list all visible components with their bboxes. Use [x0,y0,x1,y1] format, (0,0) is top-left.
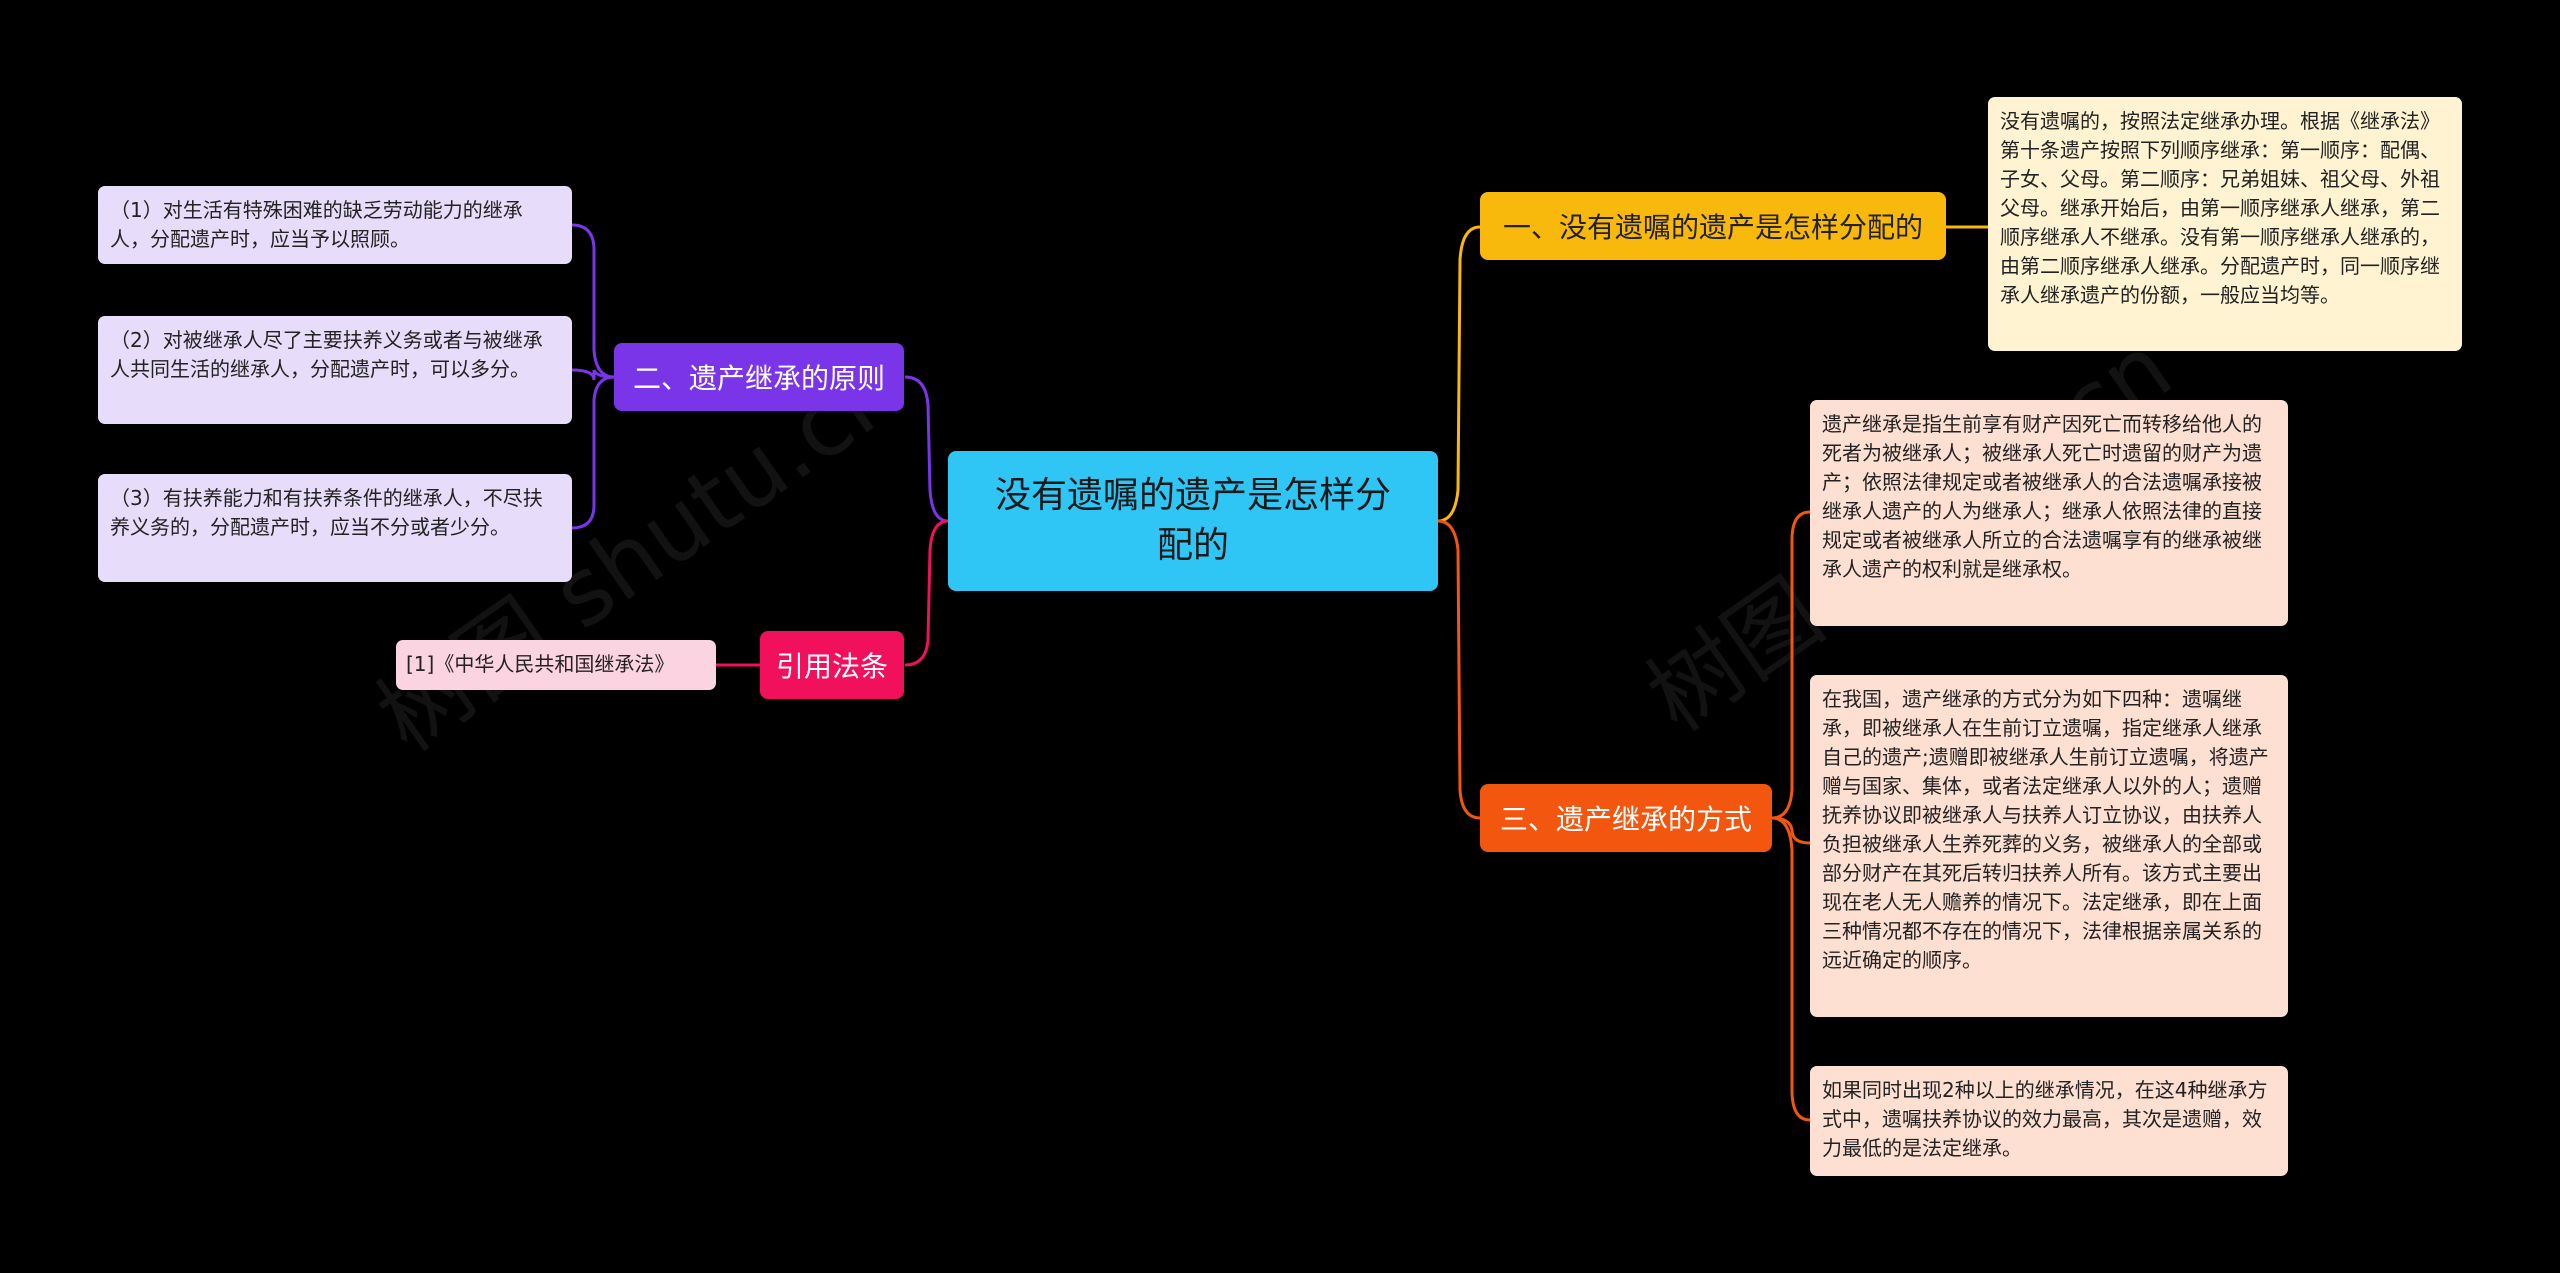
branch-3-leaf-2[interactable]: 在我国，遗产继承的方式分为如下四种：遗嘱继承，即被继承人在生前订立遗嘱，指定继承… [1810,675,2288,1017]
connector-b3-leaf1 [1771,510,1811,820]
root-topic[interactable]: 没有遗嘱的遗产是怎样分配的 [948,451,1438,591]
root-topic-label: 没有遗嘱的遗产是怎样分配的 [994,475,1391,566]
branch-3[interactable]: 三、遗产继承的方式 [1480,784,1772,852]
branch-1-leaf-1[interactable]: 没有遗嘱的，按照法定继承办理。根据《继承法》第十条遗产按照下列顺序继承：第一顺序… [1988,97,2462,351]
leaf-text: （3）有扶养能力和有扶养条件的继承人，不尽扶养义务的，分配遗产时，应当不分或者少… [110,486,543,539]
branch-3-leaf-1[interactable]: 遗产继承是指生前享有财产因死亡而转移给他人的死者为被继承人；被继承人死亡时遗留的… [1810,400,2288,626]
branch-3-label: 三、遗产继承的方式 [1499,803,1752,836]
connector-b3-leaf3 [1771,816,1811,1122]
connector-b2-leaf2 [571,368,615,381]
leaf-text: 遗产继承是指生前享有财产因死亡而转移给他人的死者为被继承人；被继承人死亡时遗留的… [1822,412,2262,581]
branch-1[interactable]: 一、没有遗嘱的遗产是怎样分配的 [1480,192,1946,260]
connector-b2-leaf3 [571,375,615,530]
connector-root-b1 [1437,225,1481,523]
branch-2-leaf-2[interactable]: （2）对被继承人尽了主要扶养义务或者与被继承人共同生活的继承人，分配遗产时，可以… [98,316,572,424]
leaf-text: 如果同时出现2种以上的继承情况，在这4种继承方式中，遗嘱扶养协议的效力最高，其次… [1822,1078,2268,1160]
branch-2-leaf-3[interactable]: （3）有扶养能力和有扶养条件的继承人，不尽扶养义务的，分配遗产时，应当不分或者少… [98,474,572,582]
branch-4-label: 引用法条 [775,650,888,683]
connector-root-b3 [1437,519,1481,820]
leaf-text: （1）对生活有特殊困难的缺乏劳动能力的继承人，分配遗产时，应当予以照顾。 [110,198,523,251]
branch-2-leaf-1[interactable]: （1）对生活有特殊困难的缺乏劳动能力的继承人，分配遗产时，应当予以照顾。 [98,186,572,264]
branch-4-leaf-1[interactable]: [1]《中华人民共和国继承法》 [396,640,716,690]
branch-3-leaf-3[interactable]: 如果同时出现2种以上的继承情况，在这4种继承方式中，遗嘱扶养协议的效力最高，其次… [1810,1066,2288,1176]
branch-1-label: 一、没有遗嘱的遗产是怎样分配的 [1502,211,1923,244]
leaf-text: 在我国，遗产继承的方式分为如下四种：遗嘱继承，即被继承人在生前订立遗嘱，指定继承… [1822,687,2269,972]
leaf-text: [1]《中华人民共和国继承法》 [406,652,675,676]
connector-root-b2 [904,375,949,523]
leaf-text: （2）对被继承人尽了主要扶养义务或者与被继承人共同生活的继承人，分配遗产时，可以… [110,328,543,381]
connector-root-b4 [904,519,949,667]
branch-2[interactable]: 二、遗产继承的原则 [614,343,904,411]
leaf-text: 没有遗嘱的，按照法定继承办理。根据《继承法》第十条遗产按照下列顺序继承：第一顺序… [2000,109,2440,307]
branch-4[interactable]: 引用法条 [760,631,904,699]
branch-2-label: 二、遗产继承的原则 [632,362,885,395]
connector-b2-leaf1 [571,223,615,379]
